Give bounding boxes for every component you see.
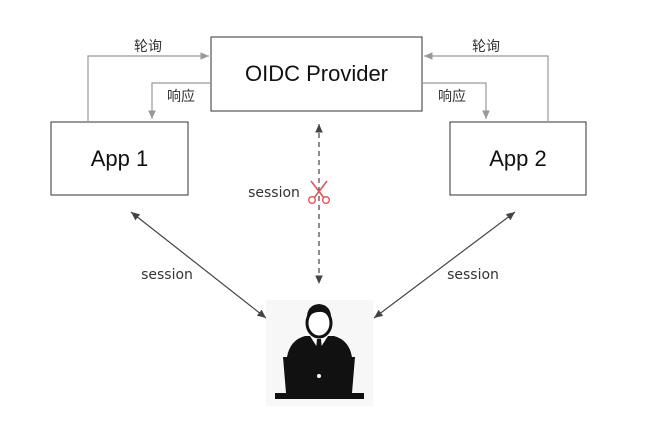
edge-poll-left: 轮询 [87, 39, 209, 122]
edge-session-app1: session [130, 211, 267, 319]
response-left-arrow [148, 82, 211, 119]
session-app2-label: session [447, 267, 499, 283]
edge-response-right: 响应 [422, 82, 490, 119]
poll-right-arrow [424, 52, 549, 122]
edge-session-app2: session [373, 211, 516, 319]
app2-node: App 2 [449, 121, 587, 196]
poll-right-label: 轮询 [472, 39, 500, 55]
edge-session-provider: session [248, 123, 330, 284]
response-right-arrow [422, 82, 490, 119]
app1-node: App 1 [50, 121, 189, 196]
session-app2-arrow [373, 211, 516, 319]
session-app1-arrow [130, 211, 267, 319]
poll-left-arrow [87, 52, 209, 122]
provider-box [210, 36, 423, 112]
scissors-icon [307, 180, 330, 204]
session-app1-label: session [141, 267, 193, 283]
user-at-laptop-icon [266, 300, 373, 406]
provider-label: OIDC Provider [245, 61, 388, 86]
laptop-logo [317, 374, 321, 378]
edge-poll-right: 轮询 [424, 39, 549, 122]
response-right-label: 响应 [438, 88, 466, 105]
app2-box [449, 121, 587, 196]
edge-response-left: 响应 [148, 82, 211, 119]
app1-label: App 1 [91, 146, 149, 171]
poll-left-label: 轮询 [134, 39, 162, 55]
response-left-label: 响应 [167, 88, 195, 105]
provider-node: OIDC Provider [210, 36, 423, 112]
app1-box [50, 121, 189, 196]
laptop-base [275, 393, 364, 399]
session-provider-label: session [248, 185, 300, 201]
app2-label: App 2 [489, 146, 547, 171]
